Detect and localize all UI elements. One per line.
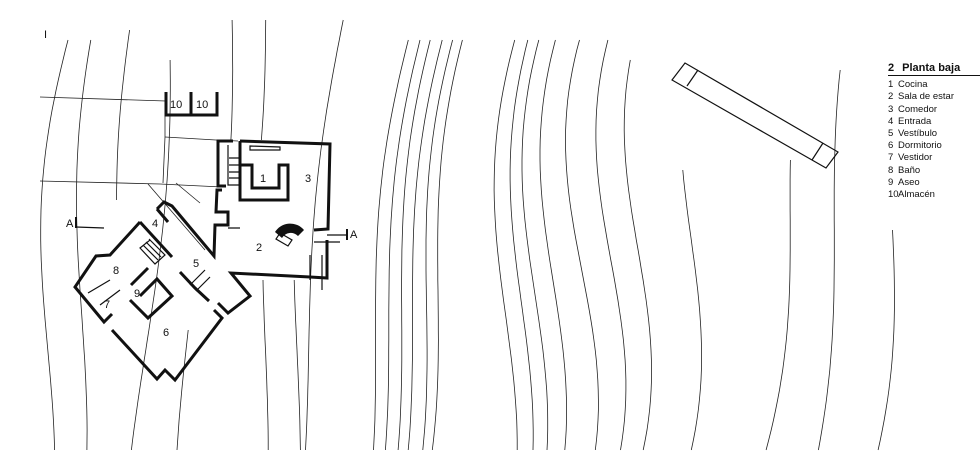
room-label-bath: 8 bbox=[113, 265, 119, 277]
legend-number: 4 bbox=[888, 115, 894, 127]
house-walls bbox=[73, 139, 340, 383]
contour-line bbox=[431, 39, 463, 451]
contour-line bbox=[682, 169, 702, 451]
room-label-living: 2 bbox=[256, 242, 262, 254]
contour-line bbox=[261, 19, 267, 141]
site-lines bbox=[39, 96, 239, 251]
contour-line bbox=[818, 69, 841, 451]
contour-line bbox=[509, 39, 534, 451]
legend-item: 1 Cocina bbox=[888, 79, 980, 91]
legend-label: Aseo bbox=[898, 176, 920, 188]
contour-line bbox=[407, 39, 443, 451]
legend-number: 8 bbox=[888, 164, 894, 176]
contour-line bbox=[305, 19, 344, 451]
legend-number: 6 bbox=[888, 140, 894, 152]
room-label-dressing: 7 bbox=[104, 299, 110, 311]
legend-number: 7 bbox=[888, 152, 894, 164]
legend-label: Comedor bbox=[898, 103, 938, 115]
contour-line bbox=[493, 39, 518, 450]
room-label-entry: 4 bbox=[152, 218, 158, 230]
svg-text:A: A bbox=[350, 229, 358, 241]
contour-line bbox=[293, 279, 301, 451]
legend-label: Vestidor bbox=[898, 152, 933, 164]
contour-line bbox=[176, 329, 189, 451]
legend-label: Baño bbox=[898, 164, 921, 176]
contour-line bbox=[595, 39, 627, 451]
contour-line bbox=[422, 39, 453, 451]
contour-line bbox=[230, 19, 234, 141]
storage-units bbox=[164, 92, 219, 117]
room-label-toilet: 9 bbox=[134, 288, 140, 300]
contour-lines bbox=[40, 19, 895, 451]
room-label-storage-1: 10 bbox=[170, 99, 182, 111]
legend-number: 3 bbox=[888, 103, 894, 115]
legend-item: 2 Sala de estar bbox=[888, 91, 980, 103]
contour-line bbox=[521, 39, 549, 451]
contour-line bbox=[877, 229, 895, 451]
legend-item: 7 Vestidor bbox=[888, 152, 980, 164]
legend-item: 6 Dormitorio bbox=[888, 140, 980, 152]
legend-item: 9 Aseo bbox=[888, 177, 980, 189]
contour-line bbox=[40, 39, 69, 451]
contour-line bbox=[116, 29, 130, 200]
legend-label: Entrada bbox=[898, 115, 932, 127]
corner-mark: I bbox=[44, 29, 47, 41]
legend-number: 9 bbox=[888, 176, 894, 188]
legend-item: 4 Entrada bbox=[888, 116, 980, 128]
fireplace bbox=[275, 223, 304, 247]
legend-label: Cocina bbox=[898, 79, 928, 91]
legend-number: 10 bbox=[888, 189, 899, 201]
pier bbox=[671, 62, 839, 169]
contour-line bbox=[539, 39, 568, 451]
contour-line bbox=[623, 59, 653, 451]
legend-label: Almacén bbox=[898, 189, 935, 201]
legend-label: Dormitorio bbox=[898, 140, 942, 152]
contour-line bbox=[765, 159, 791, 451]
contour-line bbox=[397, 39, 431, 451]
legend-item: 8 Baño bbox=[888, 165, 980, 177]
legend-item: 5 Vestíbulo bbox=[888, 128, 980, 140]
contour-line bbox=[565, 39, 599, 451]
contour-line bbox=[76, 39, 92, 451]
legend-number: 5 bbox=[888, 128, 894, 140]
room-label-hall: 5 bbox=[193, 258, 199, 270]
legend-number: 2 bbox=[888, 91, 894, 103]
room-label-dining: 3 bbox=[305, 173, 311, 185]
legend-label: Vestíbulo bbox=[898, 128, 938, 140]
legend-item: 3 Comedor bbox=[888, 104, 980, 116]
legend-item: 10Almacén bbox=[888, 189, 980, 201]
section-marker-left: A bbox=[66, 217, 105, 230]
legend-label: Sala de estar bbox=[898, 91, 954, 103]
svg-text:A: A bbox=[66, 218, 74, 230]
room-label-kitchen: 1 bbox=[260, 173, 266, 185]
room-label-storage-2: 10 bbox=[196, 99, 208, 111]
contour-line bbox=[385, 39, 421, 451]
section-marker-right: A bbox=[327, 229, 358, 241]
room-label-bedroom: 6 bbox=[163, 327, 169, 339]
legend-number: 1 bbox=[888, 79, 894, 91]
contour-line bbox=[262, 279, 269, 450]
contour-line bbox=[373, 39, 409, 451]
